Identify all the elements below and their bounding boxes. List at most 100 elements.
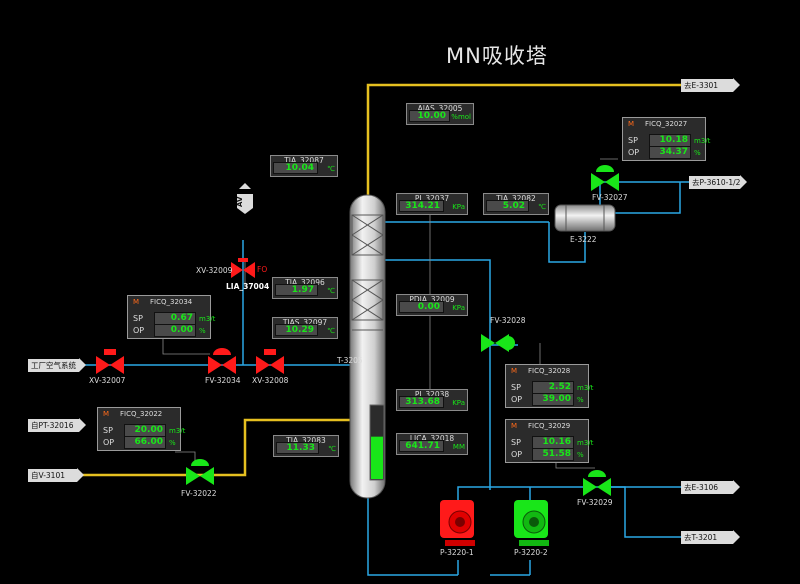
valve-label-fv-32029: FV-32029 [577, 498, 613, 507]
indicator-aias-32005[interactable]: AIAS_32005 10.00 %mol [406, 103, 474, 125]
indicator-unit: %mol [451, 113, 471, 121]
indicator-tia-32096[interactable]: TIA_32096 1.97 ℃ [272, 277, 338, 299]
op-value[interactable]: 0.00 [154, 324, 196, 337]
valve-fv-32022[interactable] [186, 459, 214, 485]
valve-xv-32008[interactable] [256, 349, 284, 374]
op-value[interactable]: 66.00 [124, 436, 166, 449]
faceplate-tag: FICQ_32029 [528, 422, 571, 430]
faceplate-ficq-32027[interactable]: M FICQ_32027 SP 10.18 m3/t OP 34.37 % [622, 117, 710, 161]
heat-exchanger [554, 204, 616, 232]
indicator-tia-32082[interactable]: TIA_32082 5.02 ℃ [483, 193, 549, 215]
connector-e3301[interactable]: 去E-3301 [681, 79, 733, 92]
op-unit: % [577, 451, 584, 459]
faceplate-tag: FICQ_32027 [645, 120, 688, 128]
lia-label: LIA_37004 [226, 282, 270, 291]
valve-fv-32029[interactable] [583, 470, 611, 496]
pump-p3220-2[interactable] [514, 500, 549, 546]
av-arrow-icon [237, 183, 253, 214]
valve-fv-32034[interactable] [208, 348, 236, 374]
sp-label: SP [511, 438, 521, 447]
level-bar-fill [371, 436, 383, 479]
indicator-tag: PI_32038 [414, 390, 450, 399]
indicator-value: 10.04 [273, 162, 318, 174]
connector-arrows [77, 78, 747, 544]
sp-label: SP [511, 383, 521, 392]
indicator-tias-32097[interactable]: TIAS_32097 10.29 ℃ [272, 317, 338, 339]
indicator-value: 0.00 [399, 301, 444, 313]
indicator-tag: PI_32037 [414, 194, 450, 203]
faceplate-tag: FICQ_32028 [528, 367, 571, 375]
valve-label-fv-32034: FV-32034 [205, 376, 241, 385]
op-label: OP [511, 450, 523, 459]
sp-label: SP [103, 426, 113, 435]
indicator-unit: ℃ [328, 445, 336, 453]
valve-label-xv-32007: XV-32007 [89, 376, 126, 385]
indicator-pi-32037[interactable]: PI_32037 314.21 KPa [396, 193, 468, 215]
indicator-value: 641.71 [399, 440, 444, 452]
av-label: AV [236, 196, 244, 207]
indicator-tag: TIA_32096 [285, 278, 325, 287]
indicator-value: 314.21 [399, 200, 444, 212]
op-unit: % [694, 149, 701, 157]
indicator-unit: KPa [452, 304, 465, 312]
sp-unit: m3/t [199, 315, 216, 323]
indicator-value: 10.00 [409, 110, 450, 122]
indicator-unit: ℃ [327, 327, 335, 335]
connector-p3610[interactable]: 去P-3610-1/2 [689, 176, 740, 189]
indicator-tag: AIAS_32005 [417, 104, 463, 113]
connector-t3201[interactable]: 去T-3201 [681, 531, 733, 544]
indicator-tag: TIAS_32097 [282, 318, 328, 327]
valve-xv-32007[interactable] [96, 349, 124, 374]
op-value[interactable]: 51.58 [532, 448, 574, 461]
op-unit: % [577, 396, 584, 404]
indicator-unit: MM [452, 443, 465, 451]
faceplate-ficq-32022[interactable]: M FICQ_32022 SP 20.00 m3/t OP 66.00 % [97, 407, 185, 451]
connector-plant-air[interactable]: 工厂空气系统 [28, 359, 79, 372]
pump-p3220-1[interactable] [440, 500, 475, 546]
pump-label-p3220-1: P-3220-1 [440, 548, 474, 557]
op-unit: % [169, 439, 176, 447]
indicator-tag: TIA_32083 [286, 436, 326, 445]
sp-label: SP [133, 314, 143, 323]
faceplate-mode: M [511, 422, 518, 430]
faceplate-mode: M [103, 410, 110, 418]
valve-fv-32028[interactable] [481, 334, 515, 352]
faceplate-ficq-32028[interactable]: M FICQ_32028 SP 2.52 m3/t OP 39.00 % [505, 364, 593, 408]
sp-unit: m3/t [169, 427, 186, 435]
connector-v3101[interactable]: 自V-3101 [28, 469, 77, 482]
valve-fo-label: FO [257, 265, 268, 274]
faceplate-tag: FICQ_32034 [150, 298, 193, 306]
indicator-tag: TIA_32082 [496, 194, 536, 203]
faceplate-ficq-32029[interactable]: M FICQ_32029 SP 10.16 m3/t OP 51.58 % [505, 419, 593, 463]
column-label: T-3205 [337, 356, 363, 365]
valve-label-xv-32008: XV-32008 [252, 376, 289, 385]
connector-e3106[interactable]: 去E-3106 [681, 481, 733, 494]
valve-fv-32027[interactable] [591, 165, 619, 191]
indicator-tia-32087[interactable]: TIA_32087 10.04 ℃ [270, 155, 338, 177]
faceplate-mode: M [511, 367, 518, 375]
process-lines [82, 181, 690, 576]
faceplate-ficq-32034[interactable]: M FICQ_32034 SP 0.67 m3/t OP 0.00 % [127, 295, 215, 339]
indicator-unit: ℃ [327, 165, 335, 173]
exchanger-label: E-3222 [570, 235, 597, 244]
indicator-lica-32018[interactable]: LICA_32018 641.71 MM [396, 433, 468, 455]
valve-xv-32009[interactable] [231, 258, 255, 278]
indicator-tia-32083[interactable]: TIA_32083 11.33 ℃ [273, 435, 339, 457]
absorption-column [349, 194, 386, 499]
indicator-value: 5.02 [486, 200, 529, 212]
sp-unit: m3/t [694, 137, 711, 145]
valve-label-fv-32022: FV-32022 [181, 489, 217, 498]
yellow-lines [82, 83, 735, 477]
indicator-value: 313.68 [399, 396, 444, 408]
connector-pt32016[interactable]: 自PT-32016 [28, 419, 79, 432]
indicator-pi-32038[interactable]: PI_32038 313.68 KPa [396, 389, 468, 411]
op-value[interactable]: 34.37 [649, 146, 691, 159]
indicator-value: 1.97 [275, 284, 318, 296]
indicator-pdia-32009[interactable]: PDIA_32009 0.00 KPa [396, 294, 468, 316]
op-label: OP [628, 148, 640, 157]
indicator-unit: KPa [452, 399, 465, 407]
sp-value[interactable]: 20.00 [124, 424, 166, 437]
indicator-value: 11.33 [276, 442, 319, 454]
op-value[interactable]: 39.00 [532, 393, 574, 406]
